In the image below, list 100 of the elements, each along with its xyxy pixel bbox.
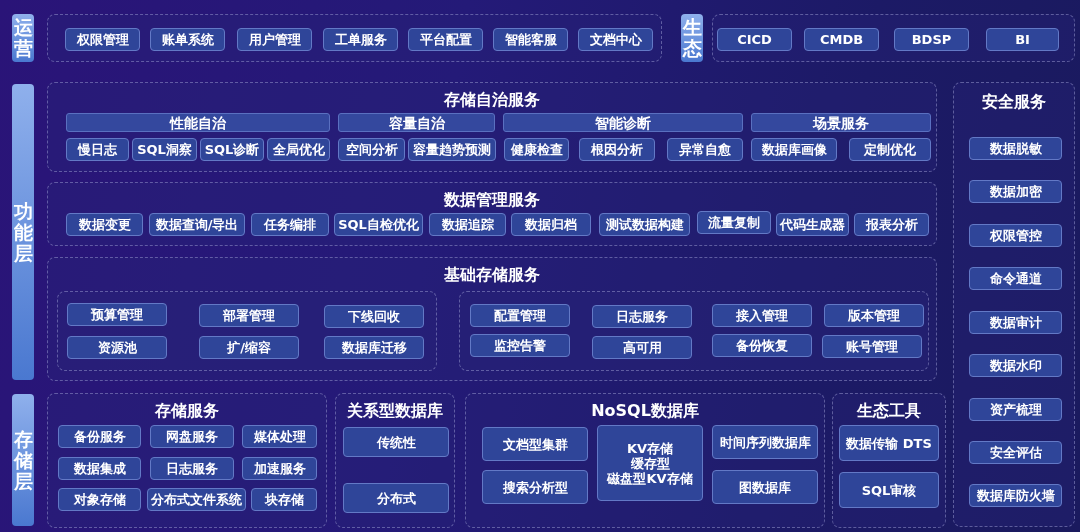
service-tile: 数据水印 [969, 354, 1062, 377]
service-tile: 备份恢复 [712, 334, 812, 357]
group-title: 生态工具 [855, 402, 922, 420]
service-tile: 工单服务 [323, 28, 398, 51]
group-panel [57, 291, 437, 371]
group-panel [832, 393, 946, 528]
service-tile: 部署管理 [199, 304, 299, 327]
service-tile: 数据库画像 [751, 138, 837, 161]
service-tile: 智能客服 [493, 28, 568, 51]
service-tile: 账单系统 [150, 28, 225, 51]
service-tile: 图数据库 [712, 470, 818, 504]
service-tile: 扩/缩容 [199, 336, 299, 359]
service-tile: 对象存储 [58, 488, 141, 511]
service-tile: 分布式 [343, 483, 449, 513]
group-panel [47, 393, 327, 528]
service-tile: 文档型集群 [482, 427, 588, 461]
service-tile: 块存储 [251, 488, 317, 511]
category-bar: 场景服务 [751, 113, 931, 132]
service-tile: 数据脱敏 [969, 137, 1062, 160]
service-tile: BDSP [894, 28, 969, 51]
group-title: NoSQL数据库 [590, 402, 700, 420]
service-tile: 空间分析 [338, 138, 405, 161]
service-tile: 安全评估 [969, 441, 1062, 464]
service-tile: 代码生成器 [776, 213, 849, 236]
service-tile: 日志服务 [592, 305, 692, 328]
service-tile: 监控告警 [470, 334, 570, 357]
service-tile: 全局优化 [267, 138, 330, 161]
service-tile: SQL审核 [839, 472, 939, 508]
group-panel [712, 14, 1075, 62]
layer-tab: 存储层 [12, 394, 34, 526]
service-tile: 时间序列数据库 [712, 425, 818, 459]
service-tile: SQL自检优化 [334, 213, 423, 236]
service-tile: 数据变更 [66, 213, 143, 236]
service-tile: 下线回收 [324, 305, 424, 328]
layer-tab: 功能层 [12, 84, 34, 380]
service-tile: 命令通道 [969, 267, 1062, 290]
group-panel [335, 393, 455, 528]
service-tile: 慢日志 [66, 138, 129, 161]
service-tile: 文档中心 [578, 28, 653, 51]
group-title: 存储服务 [154, 402, 220, 420]
service-tile: CMDB [804, 28, 879, 51]
service-tile: 流量复制 [697, 211, 771, 234]
service-tile: 资产梳理 [969, 398, 1062, 421]
service-tile: 数据归档 [511, 213, 591, 236]
category-bar: 性能自治 [66, 113, 330, 132]
service-tile: 分布式文件系统 [147, 488, 246, 511]
service-tile: 预算管理 [67, 303, 167, 326]
group-title: 安全服务 [981, 93, 1047, 111]
group-title: 数据管理服务 [443, 191, 541, 209]
service-tile: 用户管理 [237, 28, 312, 51]
service-tile: 网盘服务 [150, 425, 234, 448]
service-tile: 权限管理 [65, 28, 140, 51]
service-tile: 配置管理 [470, 304, 570, 327]
service-tile: 数据传输 DTS [839, 425, 939, 461]
service-tile: 账号管理 [822, 335, 922, 358]
service-tile: 版本管理 [824, 304, 924, 327]
group-panel [47, 14, 662, 62]
category-bar: 智能诊断 [503, 113, 743, 132]
service-tile: 数据审计 [969, 311, 1062, 334]
service-tile: 任务编排 [251, 213, 329, 236]
service-tile: 测试数据构建 [599, 213, 690, 236]
group-title: 关系型数据库 [346, 402, 444, 420]
service-tile: BI [986, 28, 1059, 51]
service-tile: 健康检查 [504, 138, 569, 161]
group-title: 基础存储服务 [443, 266, 541, 284]
service-tile: 容量趋势预测 [408, 138, 496, 161]
service-tile: 报表分析 [854, 213, 929, 236]
service-tile: 异常自愈 [667, 138, 743, 161]
service-tile: 媒体处理 [242, 425, 317, 448]
group-title: 存储自治服务 [443, 91, 541, 109]
group-panel [47, 182, 937, 246]
category-bar: 容量自治 [338, 113, 495, 132]
service-tile: 高可用 [592, 336, 692, 359]
service-tile: 平台配置 [408, 28, 483, 51]
service-tile: 权限管控 [969, 224, 1062, 247]
service-tile: 加速服务 [242, 457, 317, 480]
service-tile: CICD [717, 28, 792, 51]
service-tile: SQL洞察 [132, 138, 197, 161]
service-tile: 数据集成 [58, 457, 141, 480]
group-panel [47, 257, 937, 381]
service-tile: 备份服务 [58, 425, 141, 448]
service-tile: 传统性 [343, 427, 449, 457]
service-tile: 资源池 [67, 336, 167, 359]
service-tile: KV存储 缓存型 磁盘型KV存储 [597, 425, 703, 501]
group-panel [459, 291, 929, 371]
service-tile: 接入管理 [712, 304, 812, 327]
service-tile: 搜索分析型 [482, 470, 588, 504]
layer-tab: 运营 [12, 14, 34, 62]
service-tile: 数据追踪 [429, 213, 506, 236]
group-panel [465, 393, 825, 528]
service-tile: 数据库迁移 [324, 336, 424, 359]
service-tile: 数据库防火墙 [969, 484, 1062, 507]
layer-tab: 生态 [681, 14, 703, 62]
service-tile: 定制优化 [849, 138, 931, 161]
group-panel [47, 82, 937, 172]
service-tile: 日志服务 [150, 457, 234, 480]
service-tile: 数据加密 [969, 180, 1062, 203]
service-tile: 数据查询/导出 [149, 213, 245, 236]
group-panel [953, 82, 1075, 527]
service-tile: SQL诊断 [200, 138, 264, 161]
